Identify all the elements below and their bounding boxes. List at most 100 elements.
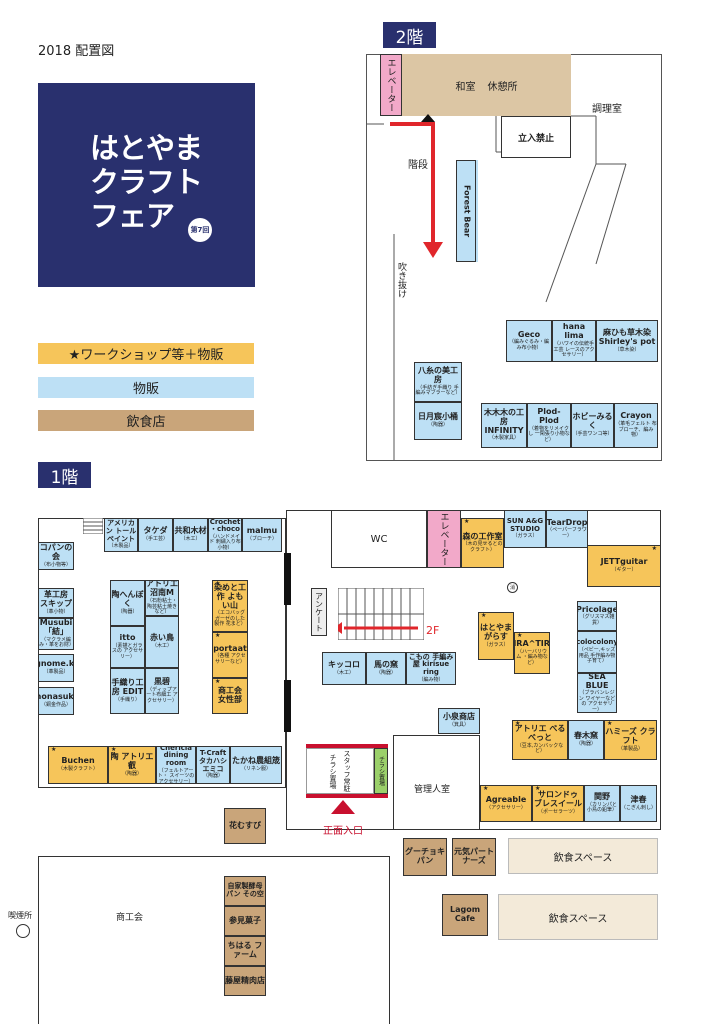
booth-shokokai: ★商工会 女性部 bbox=[212, 678, 248, 714]
booth-hanamusubi: 花むすび bbox=[224, 808, 266, 844]
floor1-wc: WC bbox=[331, 510, 427, 568]
booth-toheshi: 陶へんぼく（陶器） bbox=[110, 580, 145, 626]
booth-jika: 自家製酵母パン その空 bbox=[224, 876, 266, 906]
booth-portaat: ★portaat（各種 アクセサリーなど） bbox=[212, 632, 248, 678]
booth-hamizu: ★ハミーズ クラフト（革製品） bbox=[604, 720, 657, 760]
kitsuen-label: 喫煙所 bbox=[8, 911, 32, 920]
booth-somemono: ★染めと工作 よもい山（エコバッグ ガーゼのした製作 花まど） bbox=[212, 580, 248, 632]
floor2-stairs-label: 階段 bbox=[408, 160, 428, 171]
booth-akaitori: 赤い鳥（木工） bbox=[145, 616, 179, 668]
door-1 bbox=[284, 553, 291, 605]
booth-hatoyama-glass: ★はとやま がらす（ガラス） bbox=[478, 612, 514, 660]
booth-plod: Plod-Plod（着物をリメイクし 一閑張り小物など） bbox=[527, 403, 571, 448]
legend-food: 飲食店 bbox=[38, 410, 254, 431]
booth-hizuki: 日月宸小桶（陶器） bbox=[414, 402, 462, 440]
booth-colocolony: colocolony（ペビー,キッズ用品 手作編み物子育て） bbox=[577, 631, 617, 673]
floor2-title: 2階 bbox=[383, 22, 436, 48]
dining-area-2: 飲食スペース bbox=[498, 894, 658, 940]
booth-sekino: 関野（カリンパと 小鳥の鉛筆） bbox=[584, 785, 620, 822]
booth-kyowa: 共和木材（木工） bbox=[173, 518, 208, 552]
entrance-arrow-icon bbox=[331, 800, 355, 814]
booth-takane: たかね農組筬（リネン服） bbox=[230, 746, 282, 784]
stairs-2f-label: 2F bbox=[426, 624, 440, 637]
event-logo: はとやま クラフト フェア 第7回 bbox=[38, 83, 255, 287]
booth-komono: こもの 手編み屋 kirisue ring（編み物） bbox=[406, 652, 456, 685]
smoking-area-icon bbox=[16, 924, 30, 938]
booth-forest-bear: Forest Bear bbox=[456, 160, 476, 262]
booth-teori: 手織り工房 EDIT（手織り） bbox=[110, 668, 145, 714]
booth-crochet: Crochet ・choco（ハンドメイド 刺繍入り布小物） bbox=[208, 518, 242, 552]
west-hall-stairs bbox=[83, 518, 103, 534]
booth-asahimo: 麻ひも草木染 Shirley's pot（草木染） bbox=[596, 320, 658, 362]
booth-itto: itto（素描とガラスの アクセサリー） bbox=[110, 626, 145, 668]
floor2-elevator: エレベーター bbox=[380, 54, 402, 116]
booth-hana-lima: hana lima（ハワイの伝統手工芸 レースのアクセサリー） bbox=[552, 320, 596, 362]
booth-hobby: ホビーみるく（手芸ワンコ等） bbox=[571, 403, 614, 448]
booth-tira: ★TIRA^TIRA（ハーバリウム ・編み物など） bbox=[514, 632, 550, 674]
floor2-washitsu: 和室 休憩所 bbox=[402, 54, 571, 116]
logo-line-1: はとやま bbox=[90, 131, 203, 165]
floor2-route-arrow bbox=[390, 122, 443, 258]
booth-seablue: SEA BLUE（ブラバンレジン ワイヤーなどの アクセサリー） bbox=[577, 673, 617, 713]
floor1-south-building bbox=[38, 856, 390, 1024]
booth-umanoya: 馬の窯（陶器） bbox=[366, 652, 406, 685]
floor2-tachiiri: 立入禁止 bbox=[501, 116, 571, 158]
booth-chiharu: ちはる ファーム bbox=[224, 936, 266, 966]
legend-workshop: ★ワークショップ等＋物販 bbox=[38, 343, 254, 364]
booth-tcraft: T-Craft タカハシエミコ（陶器） bbox=[196, 746, 230, 784]
booth-genki: 元気パート ナーズ bbox=[452, 838, 496, 876]
floor2-fukinuke: 吹き抜け bbox=[396, 262, 406, 298]
booth-kokuheki: 黒碧（ディップアート布細工 アクセサリー） bbox=[145, 668, 179, 714]
booth-forest-bear-sub bbox=[476, 160, 478, 262]
booth-kikiki: 木木木の工房 INFINITY（木製家具） bbox=[481, 403, 527, 448]
booth-jett: ★JETTguitar（ギター） bbox=[587, 545, 661, 587]
booth-geco: Geco（編みぐるみ・編み布小物） bbox=[506, 320, 552, 362]
staff-desk-red-bar-top bbox=[306, 744, 388, 748]
booth-sun: SUN A&G STUDIO（ガラス） bbox=[504, 510, 546, 548]
booth-atorie-bebetto: ★アトリエ べるべっと（豆本,カンバックなど） bbox=[512, 720, 568, 760]
floor1-elevator: エレベーター bbox=[427, 510, 461, 568]
booth-atorie-numa: アトリエ 沼南M（石粉粘土・ 陶芸粘土焼きなど） bbox=[145, 580, 179, 616]
booth-agreable: ★Agreable（アクセサリー） bbox=[480, 785, 532, 822]
booth-teardrop: TearDrop（ペーパーフラワー） bbox=[546, 510, 588, 548]
booth-kicchiko: キッコロ（木工） bbox=[322, 652, 366, 685]
enquete-desk: アンケート bbox=[311, 588, 327, 636]
booth-buchen: ★Buchen（木製クラフト） bbox=[48, 746, 108, 784]
booth-guchoki: グーチョキ パン bbox=[403, 838, 447, 876]
staff-desk: チラシ置場 スタッフ常駐 bbox=[306, 748, 374, 794]
booth-lagom: Lagom Cafe bbox=[442, 894, 488, 936]
door-2 bbox=[284, 680, 291, 732]
booth-takeda: タケダ（手工芸） bbox=[138, 518, 173, 552]
main-entrance-label: 正面入口 bbox=[323, 826, 363, 837]
floor1-kanrinin-room bbox=[393, 735, 480, 830]
logo-line-3: フェア bbox=[90, 199, 175, 233]
floor1-staircase bbox=[338, 588, 424, 640]
floor2-chouri: 調理室 bbox=[592, 104, 622, 115]
floor2-walls bbox=[366, 115, 627, 461]
booth-koizumi: 小泉商店（箕具） bbox=[438, 708, 480, 734]
shokai-label: 商工会 bbox=[116, 913, 144, 923]
fire-hydrant-icon: 消 bbox=[507, 582, 518, 593]
booth-american: アメリカン トール ペイント（木製品） bbox=[104, 518, 138, 552]
legend-goods: 物販 bbox=[38, 377, 254, 398]
booth-gnome: gnome.kj（革製品） bbox=[38, 654, 74, 682]
chirashi-stand: チラシ置場 bbox=[374, 748, 388, 794]
dining-area-1: 飲食スペース bbox=[508, 838, 658, 874]
booth-crayon: Crayon（革毛フェルト 布ブローチ、編み物） bbox=[614, 403, 658, 448]
floor2-washitsu-marker bbox=[421, 114, 435, 122]
floor1-title: 1階 bbox=[38, 462, 91, 488]
booth-saron: ★サロンドゥ ブレスイール（ポーセラーツ） bbox=[532, 785, 584, 822]
logo-line-2: クラフト bbox=[90, 165, 203, 199]
booth-monasuky: monasuky（銅金作品） bbox=[38, 687, 74, 715]
booth-malmu: malmu（ブローチ） bbox=[242, 518, 282, 552]
kanrinin-label: 管理人室 bbox=[414, 785, 451, 795]
booth-pricolage: Pricolage（グリスマス雑貨） bbox=[577, 601, 617, 631]
booth-niji: ★陶 アトリエ叡（陶器） bbox=[108, 746, 156, 784]
booth-tsuharu: 津春（こぎん刺し） bbox=[620, 785, 657, 822]
booth-musubi: Musubi「結」（マクラメ編み・革をお財） bbox=[38, 618, 74, 650]
booth-mori: ★森の工作室（木の見せるとの クラフト） bbox=[461, 518, 504, 568]
booth-yaito: 八糸の美工房（手紡ぎ手織り 手編みマフラーなど） bbox=[414, 362, 462, 402]
booth-harukisha: 春木窯（陶器） bbox=[568, 720, 604, 760]
booth-kakou: 革工房 スキップ（革小物） bbox=[38, 588, 74, 618]
year-title: 2018 配置図 bbox=[38, 44, 115, 59]
